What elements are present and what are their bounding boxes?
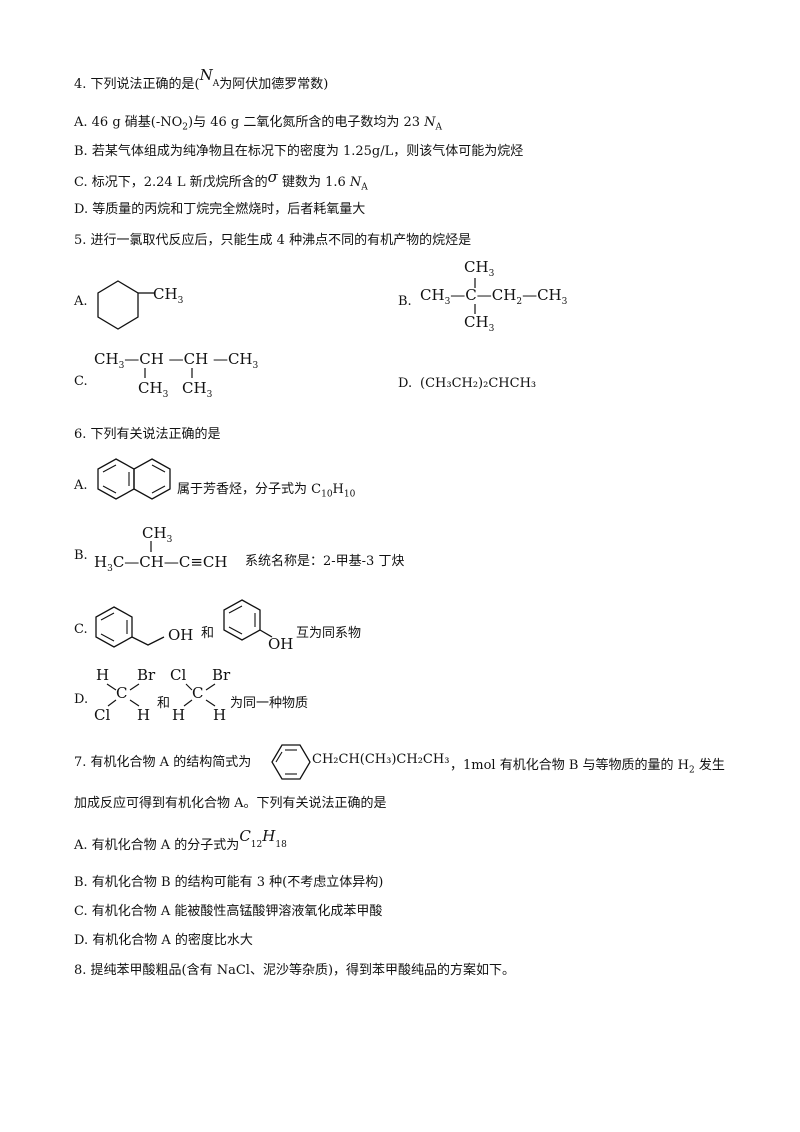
q6-c-oh1: OH [168, 626, 194, 644]
naphthalene-structure [97, 458, 171, 500]
q6-stem: 6. 下列有关说法正确的是 [74, 427, 221, 442]
q6-d1-bonds [106, 683, 140, 707]
q7-stem-line1: 7. 有机化合物 A 的结构简式为 [74, 755, 252, 770]
q6-d2-br: Br [212, 666, 231, 684]
q5-b-row: CH3—C—CH2—CH3 [420, 286, 568, 307]
q5-c-label: C. [74, 374, 88, 389]
q7-option-a: A. 有机化合物 A 的分子式为C12H18 [74, 827, 287, 853]
q6-a-text: 属于芳香烃，分子式为 C10H10 [177, 482, 356, 500]
benzyl-alcohol-structure [95, 606, 165, 648]
q7-option-c: C. 有机化合物 A 能被酸性高锰酸钾溶液氧化成苯甲酸 [74, 904, 383, 919]
q6-c-label: C. [74, 622, 88, 637]
q4-stem: 4. 下列说法正确的是(NA为阿伏加德罗常数) [74, 66, 329, 92]
q5-stem: 5. 进行一氯取代反应后，只能生成 4 种沸点不同的有机产物的烷烃是 [74, 233, 472, 248]
q5-c-row: CH3—CH —CH —CH3 [94, 350, 259, 371]
q4-option-d: D. 等质量的丙烷和丁烷完全燃烧时，后者耗氧量大 [74, 202, 366, 217]
q4-option-b: B. 若某气体组成为纯净物且在标况下的密度为 1.25g/L，则该气体可能为烷烃 [74, 144, 524, 159]
q6-d1-cl: Cl [94, 706, 111, 724]
q6-c-and: 和 [201, 626, 215, 641]
q7-stem-mid: ，1mol 有机化合物 B 与等物质的量的 H2 发生 [450, 758, 725, 776]
benzene-ring [271, 744, 311, 780]
q6-d-text: 为同一种物质 [230, 696, 309, 711]
q5-a-ch3: CH3 [153, 285, 184, 306]
q5-b-bonds [474, 278, 476, 314]
phenol-structure [223, 599, 273, 641]
q6-d1-h-top: H [96, 666, 110, 684]
q5-b-top: CH3 [464, 258, 495, 279]
q6-a-label: A. [74, 478, 88, 493]
q4-option-c: C. 标况下，2.24 L 新戊烷所含的σ 键数为 1.6 NA [74, 168, 368, 193]
q6-b-text: 系统名称是：2-甲基-3 丁炔 [245, 554, 405, 569]
cyclohexane-ring [97, 280, 154, 330]
q7-option-b: B. 有机化合物 B 的结构可能有 3 种(不考虑立体异构) [74, 875, 384, 890]
q5-b-bottom: CH3 [464, 313, 495, 334]
q6-c-text: 互为同系物 [296, 626, 362, 641]
q6-b-label: B. [74, 548, 88, 563]
q6-b-formula: H3C—CH—C≡CH [94, 553, 228, 574]
q6-d1-c: C [116, 684, 128, 702]
q5-a-label: A. [74, 294, 88, 309]
q5-c-sub1: CH3 [138, 379, 169, 400]
q6-b-top: CH3 [142, 524, 173, 545]
q6-d2-c: C [192, 684, 204, 702]
q8-stem: 8. 提纯苯甲酸粗品(含有 NaCl、泥沙等杂质)，得到苯甲酸纯品的方案如下。 [74, 963, 516, 978]
q6-d2-bonds [183, 683, 216, 707]
q5-b-label: B. [398, 294, 412, 309]
q6-d2-h-left: H [172, 706, 186, 724]
q5-c-bonds [144, 368, 193, 378]
q5-d-text: (CH₃CH₂)₂CHCH₃ [420, 376, 537, 391]
q5-d-label: D. [398, 376, 413, 391]
q6-d1-br: Br [137, 666, 156, 684]
q6-d2-cl: Cl [170, 666, 187, 684]
q4-option-a: A. 46 g 硝基(-NO2)与 46 g 二氧化氮所含的电子数均为 23 N… [74, 115, 443, 133]
q5-c-sub2: CH3 [182, 379, 213, 400]
q6-c-oh2: OH [268, 635, 294, 653]
q7-stem-line2: 加成反应可得到有机化合物 A。下列有关说法正确的是 [74, 796, 387, 811]
q6-d1-h-bottom: H [137, 706, 151, 724]
q7-option-d: D. 有机化合物 A 的密度比水大 [74, 933, 253, 948]
q7-formula: CH₂CH(CH₃)CH₂CH₃ [312, 752, 450, 767]
q6-b-bond [150, 541, 152, 552]
q6-d2-h-right: H [213, 706, 227, 724]
q6-d-label: D. [74, 692, 89, 707]
q6-d-and: 和 [157, 696, 171, 711]
